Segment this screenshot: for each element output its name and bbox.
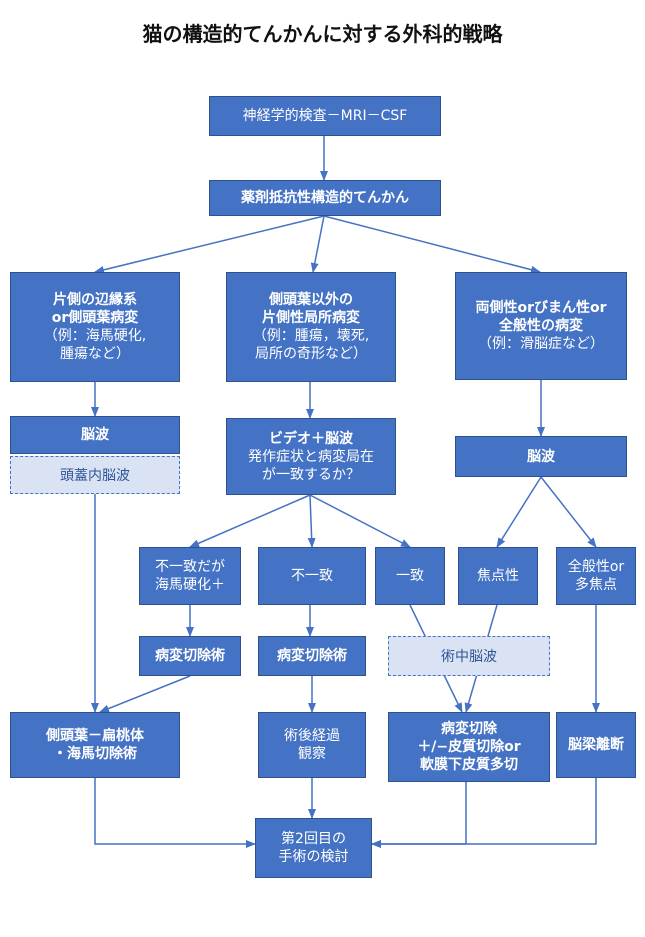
focal-line1: 側頭葉以外の: [269, 292, 353, 308]
page-title: 猫の構造的てんかんに対する外科的戦略: [142, 22, 503, 46]
match-label: 一致: [396, 568, 424, 584]
arrow-resection-to-second: [371, 782, 467, 848]
callosotomy-label: 脳梁離断: [568, 737, 624, 753]
arrow-video-to-mismatch: [307, 494, 316, 548]
box-generalized: 全般性or 多焦点: [556, 547, 636, 605]
generalized-line1: 全般性or: [567, 559, 625, 575]
box-followup: 術後経過 観察: [258, 712, 366, 778]
arrow-refractory-to-bilateral: [323, 215, 541, 274]
box-neuro-exam-label: 神経学的検査－MRI－CSF: [242, 108, 408, 124]
box-limbic-lesion: 片側の辺縁系 or側頭葉病変 （例：海馬硬化, 腫瘍など）: [10, 272, 180, 382]
box-bilateral-lesion: 両側性orびまん性or 全般性の病変 （例：滑脳症など）: [455, 272, 627, 380]
arrow-video-to-mismatch-hs: [189, 494, 311, 548]
box-callosotomy: 脳梁離断: [556, 712, 636, 778]
focal-finding-label: 焦点性: [477, 568, 519, 584]
box-extratemporal-lesion: 側頭葉以外の 片側性局所病変 （例：腫瘍，壊死, 局所の奇形など）: [226, 272, 396, 382]
arrow-refractory-to-focal: [310, 215, 325, 273]
box-lesionectomy-1: 病変切除術: [139, 636, 241, 676]
video-eeg-line2: 発作症状と病変局在: [248, 448, 374, 465]
generalized-line2: 多焦点: [575, 577, 617, 593]
followup-line1: 術後経過: [284, 728, 340, 744]
box-mismatch: 不一致: [258, 547, 366, 605]
box-match: 一致: [375, 547, 445, 605]
box-video-eeg: ビデオ＋脳波 発作症状と病変局在 が一致するか？: [226, 418, 396, 495]
intraop-eeg-label: 術中脳波: [441, 649, 497, 665]
followup-line2: 観察: [298, 746, 326, 762]
resection-line2: ＋/−皮質切除or: [417, 739, 521, 755]
mismatch-label: 不一致: [291, 568, 333, 584]
box-intraop-eeg: 術中脳波: [388, 636, 550, 676]
video-eeg-line3: が一致するか？: [262, 466, 360, 483]
arrow-eeg-to-generalized: [540, 476, 597, 548]
arrow-lesionectomy-to-temporal: [99, 675, 191, 713]
box-lesion-resection: 病変切除 ＋/−皮質切除or 軟膜下皮質多切: [388, 712, 550, 782]
resection-line1: 病変切除: [441, 721, 497, 737]
box-mismatch-hs: 不一致だが 海馬硬化＋: [139, 547, 241, 605]
box-intracranial-eeg: 頭蓋内脳波: [10, 456, 180, 494]
limbic-line4: 腫瘍など）: [60, 346, 130, 362]
resection-line3: 軟膜下皮質多切: [420, 757, 518, 773]
box-refractory-epilepsy-label: 薬剤抵抗性構造的てんかん: [241, 190, 409, 206]
arrow-refractory-to-limbic: [94, 215, 325, 274]
box-eeg-right: 脳波: [455, 436, 627, 477]
eeg-right-label: 脳波: [527, 448, 555, 465]
second-line1: 第2回目の: [281, 831, 346, 847]
arrow-video-to-match: [309, 494, 411, 548]
video-eeg-line1: ビデオ＋脳波: [269, 430, 353, 447]
limbic-line2: or側頭葉病変: [51, 310, 139, 326]
eeg-left-label: 脳波: [81, 427, 109, 443]
limbic-line3: （例：海馬硬化,: [43, 328, 147, 344]
bilateral-line3: （例：滑脳症など）: [478, 336, 604, 352]
intracranial-eeg-label: 頭蓋内脳波: [60, 468, 130, 484]
box-focal-finding: 焦点性: [458, 547, 538, 605]
arrow-callosotomy-to-second: [371, 778, 597, 848]
focal-line4: 局所の奇形など）: [255, 346, 367, 362]
bilateral-line2: 全般性の病変: [499, 318, 583, 334]
second-line2: 手術の検討: [278, 849, 349, 865]
temporal-line2: ・海馬切除術: [53, 746, 137, 762]
box-temporal-lobectomy: 側頭葉－扁桃体 ・海馬切除術: [10, 712, 180, 778]
box-refractory-epilepsy: 薬剤抵抗性構造的てんかん: [209, 180, 441, 216]
focal-line3: （例：腫瘍，壊死,: [252, 328, 370, 344]
mismatch-hs-line1: 不一致だが: [155, 559, 225, 575]
arrow-temporal-to-second: [94, 778, 256, 848]
focal-line2: 片側性局所病変: [262, 310, 360, 326]
lesionectomy-1-label: 病変切除術: [155, 648, 225, 664]
limbic-line1: 片側の辺縁系: [53, 292, 137, 308]
box-lesionectomy-2: 病変切除術: [258, 636, 366, 676]
lesionectomy-2-label: 病変切除術: [277, 648, 347, 664]
temporal-line1: 側頭葉－扁桃体: [46, 728, 144, 744]
box-second-surgery: 第2回目の 手術の検討: [255, 818, 372, 878]
box-eeg-left: 脳波: [10, 416, 180, 454]
bilateral-line1: 両側性orびまん性or: [475, 300, 607, 316]
arrow-eeg-to-focal: [496, 476, 542, 548]
box-neuro-exam: 神経学的検査－MRI－CSF: [209, 96, 441, 136]
mismatch-hs-line2: 海馬硬化＋: [155, 577, 225, 593]
